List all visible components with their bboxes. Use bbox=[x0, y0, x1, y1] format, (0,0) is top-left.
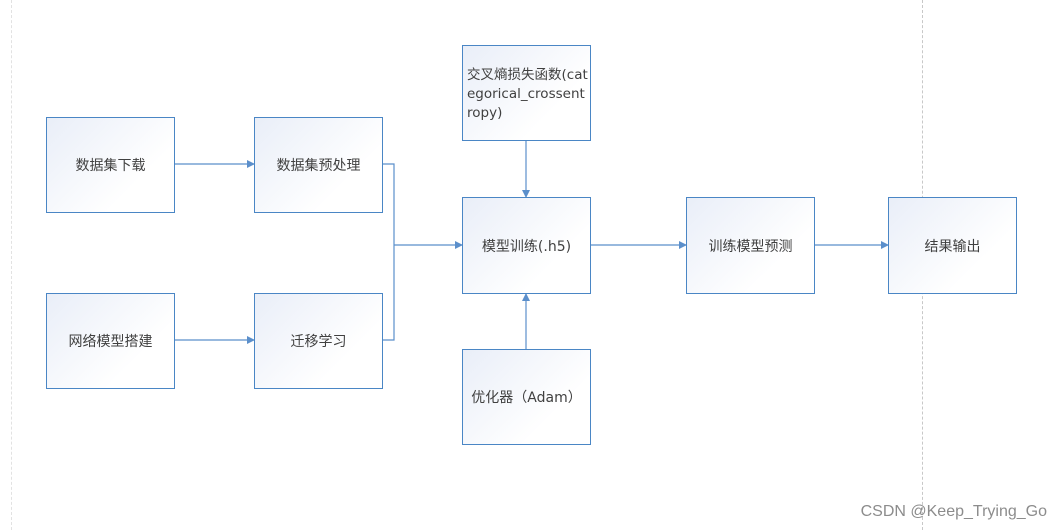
transfer-learning-box: 迁移学习 bbox=[254, 293, 383, 389]
model-prediction-label: 训练模型预测 bbox=[708, 238, 793, 255]
dataset-preprocess-box: 数据集预处理 bbox=[254, 117, 383, 213]
optimizer-label: 优化器（Adam） bbox=[471, 390, 582, 406]
left-guide-line bbox=[11, 0, 12, 530]
loss-function-label: 交叉熵损失函数(categorical_crossentropy) bbox=[467, 67, 588, 121]
dataset-download-box: 数据集下载 bbox=[46, 117, 175, 213]
model-training-box: 模型训练(.h5) bbox=[462, 197, 591, 294]
watermark-text: CSDN @Keep_Trying_Go bbox=[860, 503, 1047, 520]
edge-transfer-to-training bbox=[382, 245, 395, 341]
result-output-label: 结果输出 bbox=[924, 238, 981, 255]
model-training-label: 模型训练(.h5) bbox=[481, 238, 572, 255]
transfer-learning-label: 迁移学习 bbox=[290, 334, 347, 350]
result-output-box: 结果输出 bbox=[888, 197, 1017, 294]
network-build-box: 网络模型搭建 bbox=[46, 293, 175, 389]
loss-function-box: 交叉熵损失函数(categorical_crossentropy) bbox=[462, 45, 591, 141]
dataset-preprocess-label: 数据集预处理 bbox=[276, 158, 361, 174]
model-prediction-box: 训练模型预测 bbox=[686, 197, 815, 294]
optimizer-box: 优化器（Adam） bbox=[462, 349, 591, 445]
edge-preprocess-to-training bbox=[382, 163, 395, 245]
network-build-label: 网络模型搭建 bbox=[68, 334, 153, 350]
dataset-download-label: 数据集下载 bbox=[75, 158, 146, 174]
